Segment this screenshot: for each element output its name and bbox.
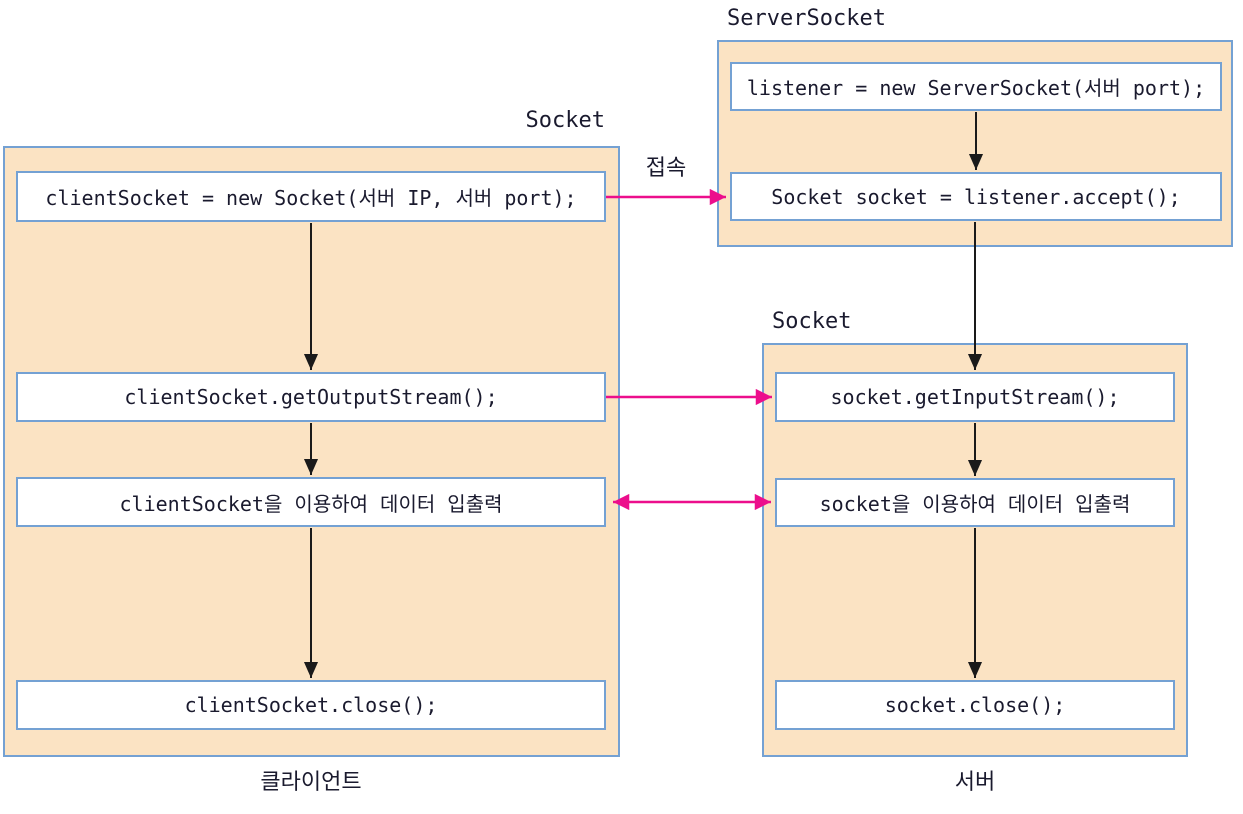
server-step-new-serversocket: listener = new ServerSocket(서버 port); [730, 62, 1222, 111]
connect-label: 접속 [645, 156, 687, 181]
client-step-new-socket: clientSocket = new Socket(서버 IP, 서버 port… [16, 171, 606, 222]
client-bottom-label: 클라이언트 [260, 770, 362, 795]
server-bottom-label: 서버 [954, 770, 996, 795]
server-step-accept: Socket socket = listener.accept(); [730, 172, 1222, 221]
client-frame-label: Socket [525, 108, 605, 133]
server-socket-frame-label: ServerSocket [727, 6, 886, 31]
server-step-close: socket.close(); [775, 680, 1175, 730]
server-step-get-input-stream: socket.getInputStream(); [775, 372, 1175, 422]
client-panel [3, 146, 620, 757]
server-frame-label: Socket [772, 309, 852, 334]
client-step-close: clientSocket.close(); [16, 680, 606, 730]
client-step-get-output-stream: clientSocket.getOutputStream(); [16, 372, 606, 422]
server-step-data-io: socket을 이용하여 데이터 입출력 [775, 478, 1175, 527]
client-step-data-io: clientSocket을 이용하여 데이터 입출력 [16, 477, 606, 527]
